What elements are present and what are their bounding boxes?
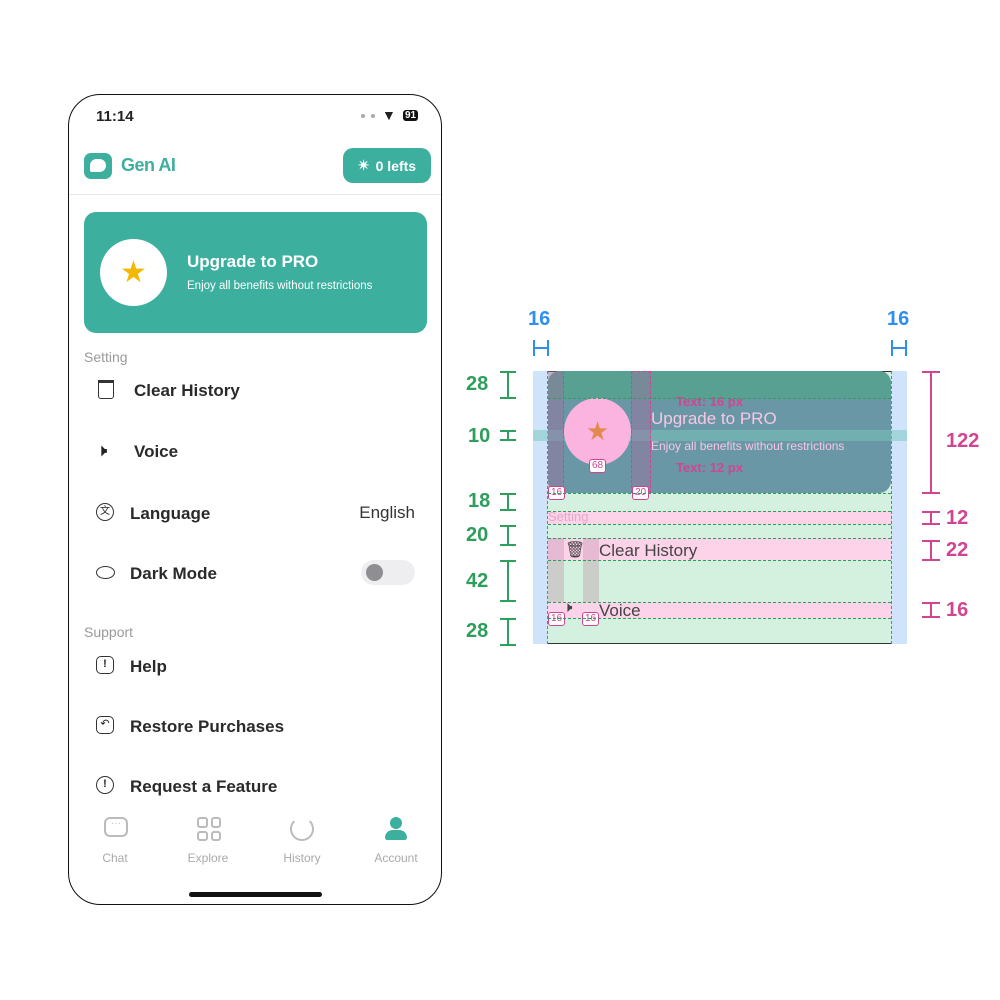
- badge-16-c: 16: [582, 612, 600, 626]
- help-label: Help: [130, 657, 167, 676]
- text16-note: Text: 16 px: [676, 394, 743, 409]
- marker-28: [500, 371, 516, 399]
- marker-18: [500, 493, 516, 511]
- badge-16-b: 16: [548, 612, 566, 626]
- eye-icon: [96, 566, 115, 579]
- speaker-icon: 🕨: [96, 440, 108, 460]
- info-icon: !: [96, 776, 114, 794]
- diagram-voice-band: [548, 602, 891, 618]
- diagram-top-padding: [548, 371, 891, 398]
- restore-purchases-item[interactable]: ↶ Restore Purchases: [69, 708, 441, 744]
- right-margin-marker: [891, 340, 907, 356]
- height-122: 122: [946, 430, 980, 452]
- diagram-voice-label: Voice: [599, 601, 641, 620]
- status-time: 11:14: [96, 108, 134, 125]
- gap-28-bottom: 28: [466, 620, 489, 642]
- wifi-icon: ▼: [382, 107, 396, 123]
- diagram-gap-20: [631, 371, 651, 493]
- marker-28b: [500, 618, 516, 646]
- left-margin-label: 16: [528, 308, 551, 330]
- phone-screen: 11:14 ▼ 91 Gen AI ✴ 0 lefts ★ Upgrade to …: [68, 94, 442, 905]
- diagram-setting-label: Setting: [548, 509, 589, 524]
- diagram-title: Upgrade to PRO: [651, 409, 777, 428]
- explore-icon[interactable]: [197, 817, 221, 841]
- marker-16: [922, 602, 940, 618]
- diagram-inner-left: [548, 371, 564, 493]
- diagram-icon-right: [583, 538, 599, 608]
- voice-item[interactable]: 🕨 Voice: [69, 434, 441, 470]
- dark-mode-toggle[interactable]: [361, 560, 415, 585]
- help-item[interactable]: ! Help: [69, 648, 441, 684]
- restore-icon: ↶: [96, 716, 114, 734]
- tab-chat[interactable]: Chat: [102, 851, 128, 865]
- marker-12: [922, 511, 940, 525]
- translate-icon: 文: [96, 503, 114, 521]
- chat-icon[interactable]: ···: [104, 817, 128, 837]
- request-feature-label: Request a Feature: [130, 777, 278, 796]
- credits-label: 0 lefts: [375, 157, 417, 174]
- height-12: 12: [946, 507, 969, 529]
- dark-mode-label: Dark Mode: [130, 564, 217, 583]
- diagram-gap-band: [533, 430, 907, 441]
- tab-history[interactable]: History: [283, 851, 321, 865]
- section-setting: Setting: [84, 349, 128, 365]
- app-name: Gen AI: [121, 155, 176, 175]
- gap-20: 20: [466, 524, 489, 546]
- language-item[interactable]: 文 Language English: [69, 495, 441, 531]
- star-wand-icon: ★: [100, 239, 167, 306]
- right-padding-zone: [891, 371, 907, 644]
- dark-mode-item: Dark Mode: [69, 555, 441, 591]
- trash-icon: [98, 380, 114, 399]
- gap-28-top: 28: [466, 373, 489, 395]
- upgrade-card[interactable]: ★ Upgrade to PRO Enjoy all benefits with…: [84, 212, 427, 333]
- tab-account[interactable]: Account: [374, 851, 418, 865]
- diagram-clear-band: [548, 538, 891, 560]
- restore-purchases-label: Restore Purchases: [130, 717, 285, 736]
- language-label: Language: [130, 504, 211, 523]
- marker-42: [500, 560, 516, 602]
- text12-note: Text: 12 px: [676, 460, 743, 475]
- left-margin-marker: [533, 340, 549, 356]
- clear-history-label: Clear History: [134, 381, 240, 400]
- badge-68: 68: [589, 459, 607, 473]
- diagram-subtitle: Enjoy all benefits without restrictions: [651, 439, 845, 453]
- voice-label: Voice: [134, 442, 179, 461]
- gap-18: 18: [468, 490, 491, 512]
- clear-history-item[interactable]: Clear History: [69, 373, 441, 409]
- battery-icon: 91: [403, 110, 419, 121]
- section-support: Support: [84, 624, 134, 640]
- gap-10: 10: [468, 425, 491, 447]
- credits-button[interactable]: ✴ 0 lefts: [343, 148, 431, 183]
- marker-22: [922, 540, 940, 561]
- home-indicator: [189, 892, 322, 897]
- signal-icon: [361, 113, 375, 118]
- marker-20: [500, 525, 516, 546]
- diagram-star-icon: ★: [564, 398, 631, 465]
- help-icon: !: [96, 656, 114, 674]
- header-divider: [69, 194, 441, 195]
- request-feature-item[interactable]: ! Request a Feature: [69, 768, 441, 804]
- history-icon[interactable]: [290, 817, 314, 841]
- diagram-trash-icon: 🗑: [565, 542, 586, 559]
- diagram-speaker-icon: 🕨: [563, 599, 573, 616]
- marker-10: [500, 430, 516, 441]
- height-22: 22: [946, 539, 969, 561]
- gap-42: 42: [466, 570, 489, 592]
- app-logo-icon: [84, 153, 112, 179]
- upgrade-subtitle: Enjoy all benefits without restrictions: [187, 280, 373, 292]
- marker-122: [922, 371, 940, 494]
- diagram-setting-band: [548, 511, 891, 524]
- upgrade-title: Upgrade to PRO: [187, 252, 319, 271]
- diagram-clear-label: Clear History: [599, 541, 698, 560]
- tab-explore[interactable]: Explore: [187, 851, 229, 865]
- right-margin-label: 16: [887, 308, 910, 330]
- account-icon[interactable]: [384, 817, 408, 841]
- sparkle-icon: ✴: [357, 157, 370, 173]
- language-value: English: [359, 503, 415, 522]
- diagram-icon-left: [548, 538, 564, 608]
- height-16: 16: [946, 599, 969, 621]
- left-padding-zone: [533, 371, 548, 644]
